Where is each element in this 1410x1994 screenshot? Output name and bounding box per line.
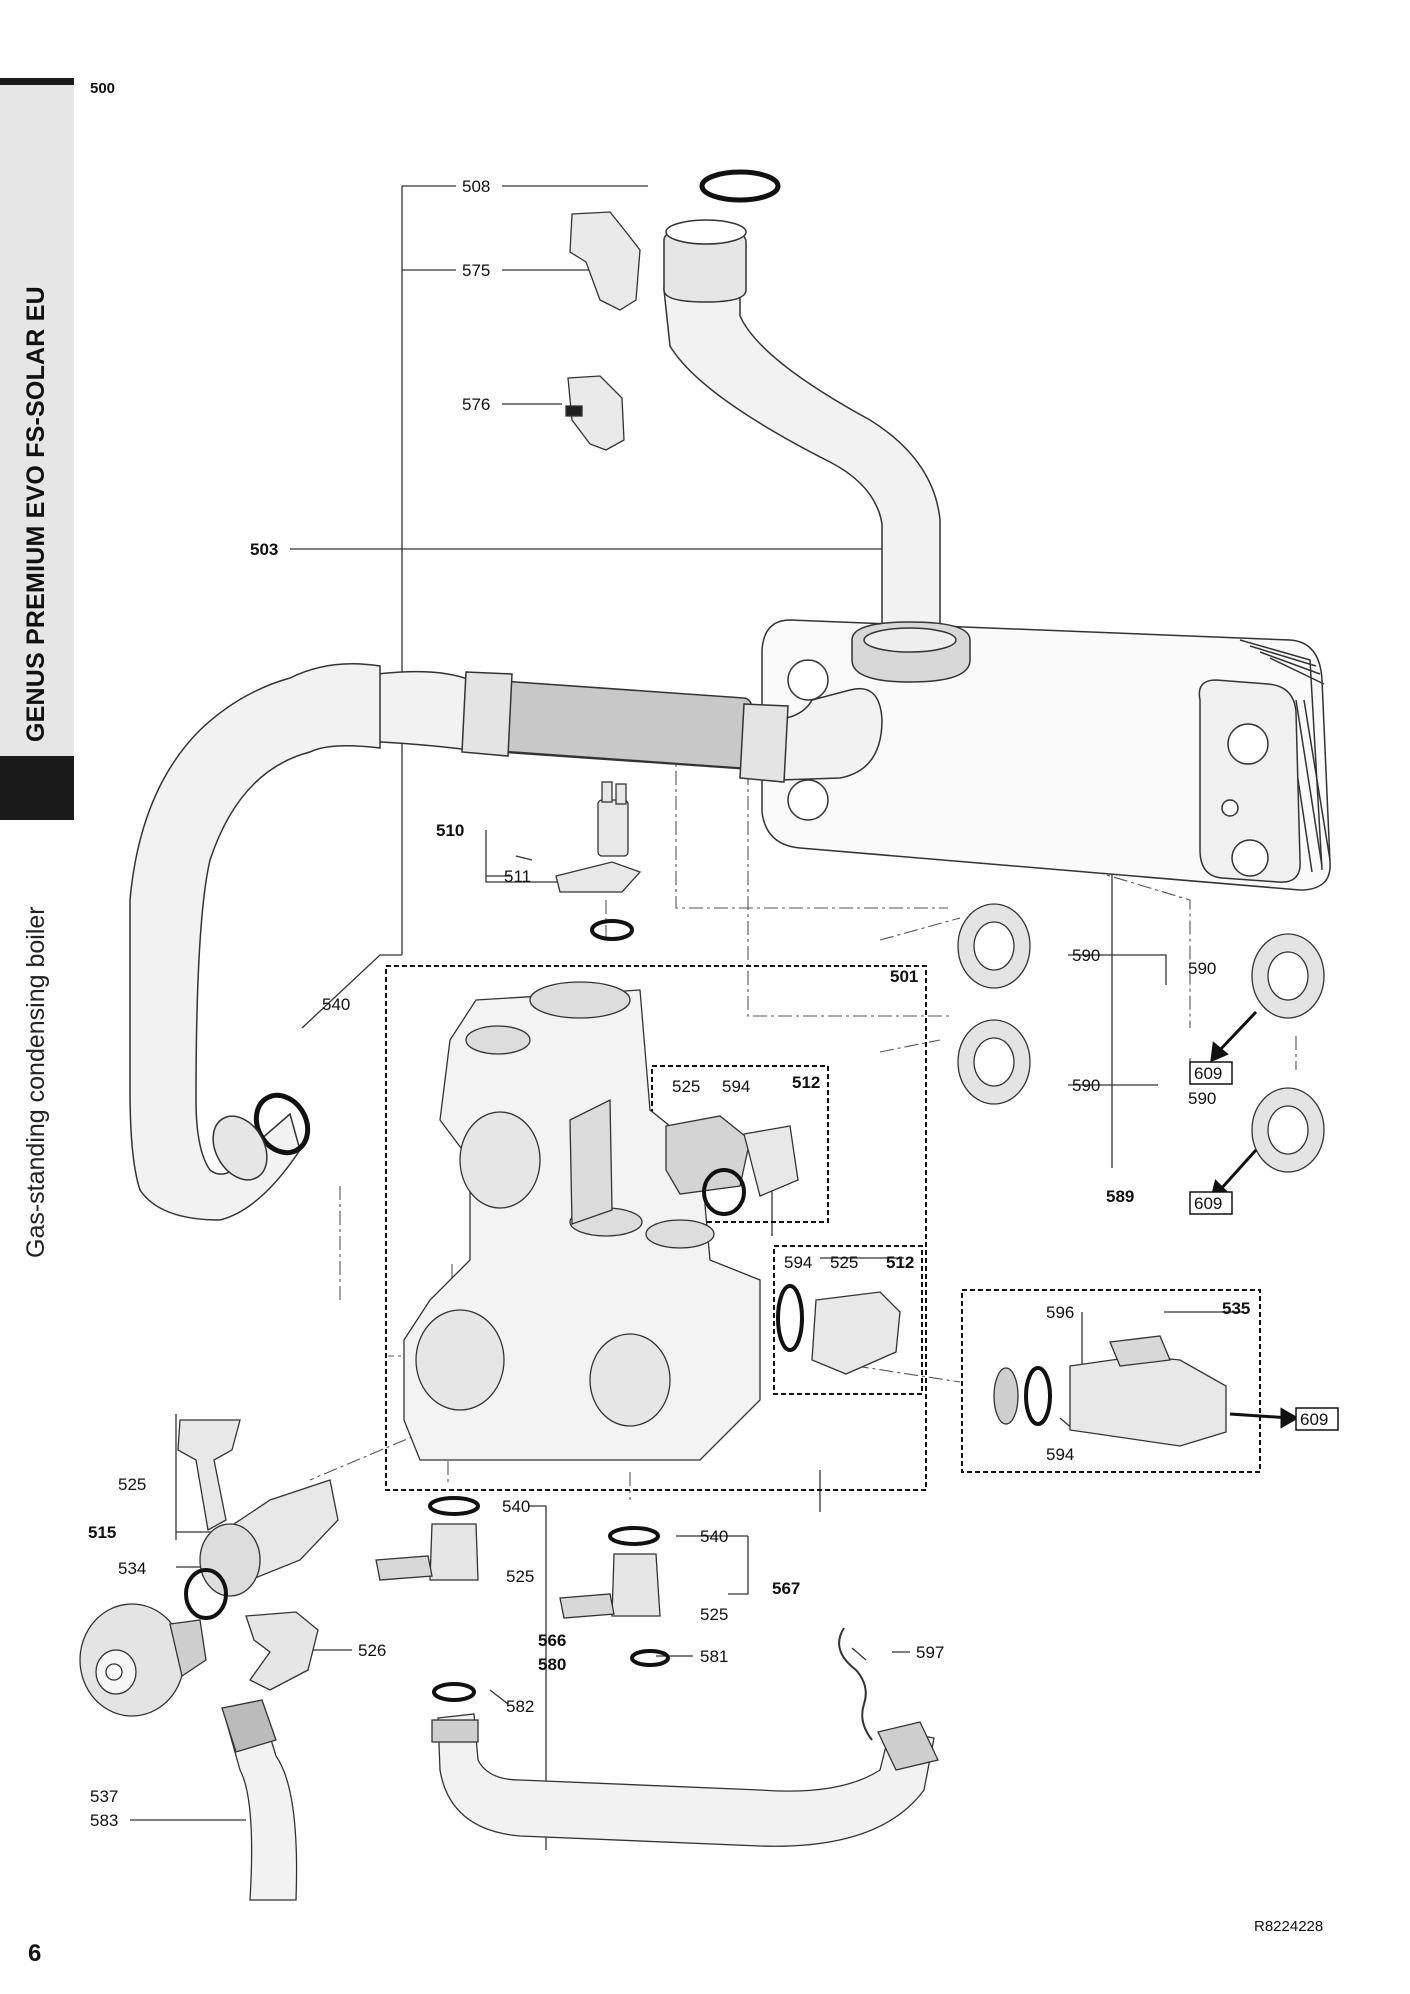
frame-512-lower <box>773 1245 923 1395</box>
pipe-540-left <box>129 662 381 1221</box>
leader-lines <box>103 185 1244 1850</box>
frame-501 <box>385 965 927 1491</box>
label-512-b: 512 <box>886 1253 914 1272</box>
label-594-a: 594 <box>722 1077 750 1096</box>
label-594-b: 594 <box>784 1253 812 1272</box>
label-594-c: 594 <box>1046 1445 1074 1464</box>
valve-512-lower <box>776 1284 901 1375</box>
label-540-c: 540 <box>700 1527 728 1546</box>
pipe-503 <box>663 169 971 683</box>
frame-535 <box>961 1289 1261 1473</box>
subassembly-frames <box>385 965 1261 1491</box>
sensor-510 <box>555 781 642 941</box>
label-609-b: 609 <box>1194 1194 1222 1213</box>
hydraulic-block-501 <box>403 981 761 1461</box>
label-511: 511 <box>504 867 531 886</box>
label-566: 566 <box>538 1631 566 1650</box>
label-525-b: 525 <box>830 1253 858 1272</box>
clips-575-576 <box>565 211 641 451</box>
label-581: 581 <box>700 1647 728 1666</box>
label-515: 515 <box>88 1523 116 1542</box>
pipe-lower-horizontal <box>298 670 883 783</box>
section-number: 500 <box>90 80 116 97</box>
valve-537 <box>79 1603 207 1717</box>
hose-583 <box>221 1699 298 1901</box>
seals-590 <box>957 903 1325 1173</box>
valve-512-upper <box>665 1115 799 1216</box>
label-583: 583 <box>90 1811 118 1830</box>
heat-exchanger <box>761 619 1331 891</box>
label-590-b: 590 <box>1188 959 1216 978</box>
sidebar-top-bar <box>0 78 74 85</box>
label-503: 503 <box>250 540 278 559</box>
label-567: 567 <box>772 1579 800 1598</box>
label-590-a: 590 <box>1072 946 1100 965</box>
label-535: 535 <box>1222 1299 1250 1318</box>
label-525-c: 525 <box>118 1475 146 1494</box>
label-576: 576 <box>462 395 490 414</box>
connector-535 <box>993 1335 1227 1447</box>
label-537: 537 <box>90 1787 118 1806</box>
spring-clip-597 <box>838 1627 873 1741</box>
label-597: 597 <box>916 1643 944 1662</box>
label-540-top: 540 <box>322 995 350 1014</box>
label-526: 526 <box>358 1641 386 1660</box>
label-609-c: 609 <box>1300 1410 1328 1429</box>
ref-boxes-609 <box>1189 1061 1339 1431</box>
clip-526 <box>245 1611 319 1691</box>
label-609-a: 609 <box>1194 1064 1222 1083</box>
label-512-a: 512 <box>792 1073 820 1092</box>
sidebar-black-block <box>0 756 74 820</box>
pipe-580 <box>431 1713 939 1847</box>
label-590-c: 590 <box>1072 1076 1100 1095</box>
label-525-e: 525 <box>700 1605 728 1624</box>
label-582: 582 <box>506 1697 534 1716</box>
label-510: 510 <box>436 821 464 840</box>
label-501: 501 <box>890 967 918 986</box>
label-575: 575 <box>462 261 490 280</box>
label-596: 596 <box>1046 1303 1074 1322</box>
label-589: 589 <box>1106 1187 1134 1206</box>
label-580: 580 <box>538 1655 566 1674</box>
sidebar-band <box>0 78 74 756</box>
page-number: 6 <box>28 1940 42 1967</box>
label-534: 534 <box>118 1559 146 1578</box>
label-508: 508 <box>462 177 490 196</box>
part-labels: 508 575 576 503 510 511 540 501 590 590 … <box>88 177 1328 1830</box>
label-525-d: 525 <box>506 1567 534 1586</box>
fittings-566-567 <box>375 1496 670 1702</box>
label-590-d: 590 <box>1188 1089 1216 1108</box>
drawing-reference: R8224228 <box>1254 1918 1324 1935</box>
label-540-b: 540 <box>502 1497 530 1516</box>
label-525-a: 525 <box>672 1077 700 1096</box>
valve-515 <box>177 1419 339 1620</box>
